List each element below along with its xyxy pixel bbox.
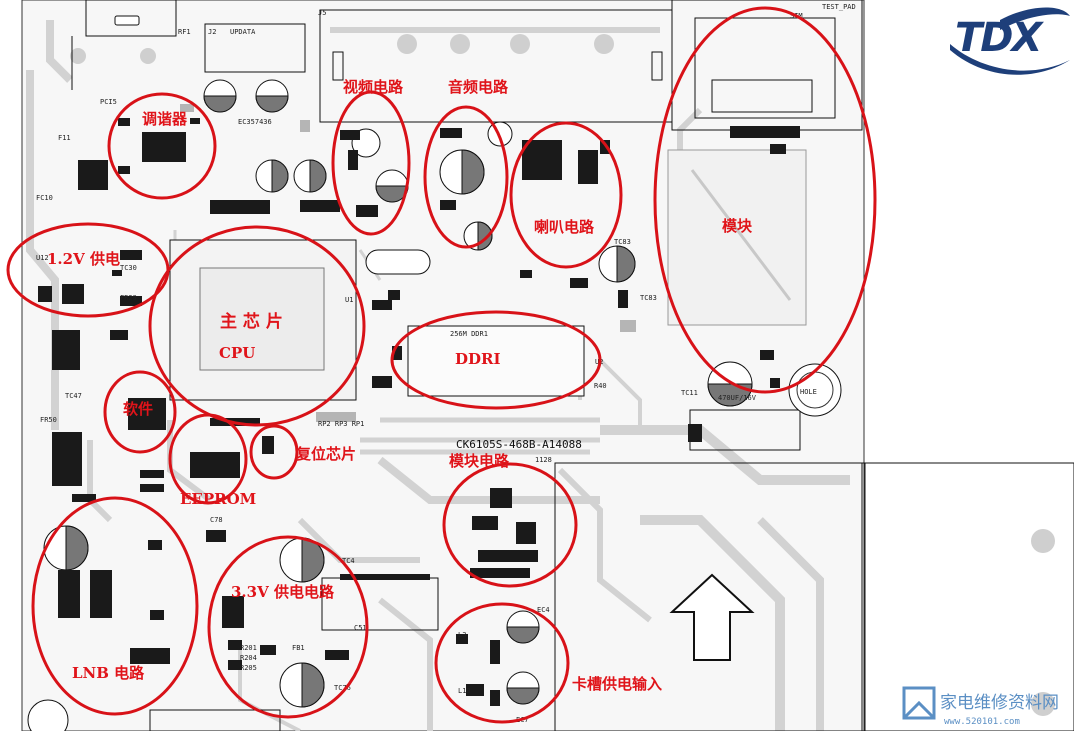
tdx-logo-text: TDX <box>955 15 1044 61</box>
eeprom-ring <box>168 413 248 505</box>
svg-text:C78: C78 <box>210 516 223 524</box>
label-software: 软件 <box>123 400 153 418</box>
svg-text:R204: R204 <box>240 654 257 662</box>
test-pad-label: TEST_PAD <box>822 3 856 11</box>
cpu-ring <box>148 225 366 427</box>
reset-ring <box>249 424 299 480</box>
smd-components <box>38 104 800 706</box>
power-3v3-ring <box>207 535 369 719</box>
board-part-number: CK6105S-468B-A14088 <box>456 438 582 451</box>
label-power-3v3: 3.3V 供电电路 <box>231 583 335 601</box>
annotation-rings <box>6 6 877 724</box>
label-tuner: 调谐器 <box>142 110 188 128</box>
watermark-url: www.520101.com <box>944 717 1020 727</box>
svg-text:RP2 RP3 RP1: RP2 RP3 RP1 <box>318 420 364 428</box>
ddr-chip-text: 256M DDR1 <box>450 330 488 338</box>
tuner-ring <box>107 92 217 200</box>
svg-text:J2: J2 <box>208 28 216 36</box>
label-reset: 复位芯片 <box>295 445 356 463</box>
svg-text:R201: R201 <box>240 644 257 652</box>
label-module: 模块 <box>722 217 753 235</box>
audio-ring <box>423 105 509 249</box>
label-audio: 音频电路 <box>448 78 509 96</box>
svg-text:L10: L10 <box>458 687 471 695</box>
hole-label: HOLE <box>800 388 817 396</box>
svg-text:TC47: TC47 <box>65 392 82 400</box>
card-power-ring <box>434 602 570 724</box>
lnb-ring <box>31 496 199 716</box>
svg-text:FR50: FR50 <box>40 416 57 424</box>
ddr-ring <box>390 310 602 410</box>
cap-value-text: 470UF/16V <box>718 394 757 402</box>
connector-label: UPDATA <box>230 28 256 36</box>
svg-text:U12: U12 <box>36 254 49 262</box>
module-circuit-ring <box>442 462 578 588</box>
svg-text:PCI5: PCI5 <box>100 98 117 106</box>
module-ring <box>653 6 877 394</box>
svg-text:R40: R40 <box>594 382 607 390</box>
video-ring <box>331 90 411 236</box>
speaker-ring <box>509 121 623 269</box>
label-video: 视频电路 <box>343 78 404 96</box>
svg-text:TC83: TC83 <box>614 238 631 246</box>
svg-text:EC357436: EC357436 <box>238 118 272 126</box>
svg-text:TC83: TC83 <box>640 294 657 302</box>
svg-text:F11: F11 <box>58 134 71 142</box>
board-sub-code: 1128 <box>535 456 552 464</box>
tdx-logo: TDX <box>950 7 1070 75</box>
label-speaker: 喇叭电路 <box>534 218 595 236</box>
svg-text:FC10: FC10 <box>36 194 53 202</box>
svg-text:TC11: TC11 <box>681 389 698 397</box>
svg-text:FB1: FB1 <box>292 644 305 652</box>
watermark-name: 家电维修资料网 <box>940 693 1059 713</box>
svg-text:RF1: RF1 <box>178 28 191 36</box>
label-cpu: CPU <box>219 344 255 362</box>
label-eeprom: EEPROM <box>180 490 256 508</box>
label-main-chip: 主 芯 片 <box>220 311 283 332</box>
label-power-1v2: 1.2V 供电 <box>47 250 120 268</box>
label-ddr: DDRI <box>455 350 501 368</box>
label-module-circuit: 模块电路 <box>449 452 510 470</box>
label-card-power: 卡槽供电输入 <box>572 675 662 693</box>
svg-text:R205: R205 <box>240 664 257 672</box>
svg-text:L3: L3 <box>458 631 466 639</box>
svg-text:TC30: TC30 <box>120 264 137 272</box>
svg-text:C51: C51 <box>354 624 367 632</box>
svg-text:FR29: FR29 <box>120 294 137 302</box>
label-lnb: LNB 电路 <box>72 664 145 682</box>
watermark: 家电维修资料网 www.520101.com <box>902 686 1059 727</box>
annotation-labels: 调谐器 视频电路 音频电路 喇叭电路 模块 1.2V 供电 主 芯 片 CPU … <box>47 78 753 693</box>
svg-text:EC4: EC4 <box>537 606 550 614</box>
board-outlines <box>27 0 1074 731</box>
svg-text:J5: J5 <box>318 9 326 17</box>
capacitors <box>43 79 753 708</box>
svg-text:U1: U1 <box>345 296 353 304</box>
silkscreen: RF1 J2 UPDATA J5 SIM TEST_PAD EC357436 P… <box>36 3 856 724</box>
software-ring <box>103 370 177 454</box>
svg-text:TC4: TC4 <box>342 557 355 565</box>
svg-text:TC76: TC76 <box>334 684 351 692</box>
